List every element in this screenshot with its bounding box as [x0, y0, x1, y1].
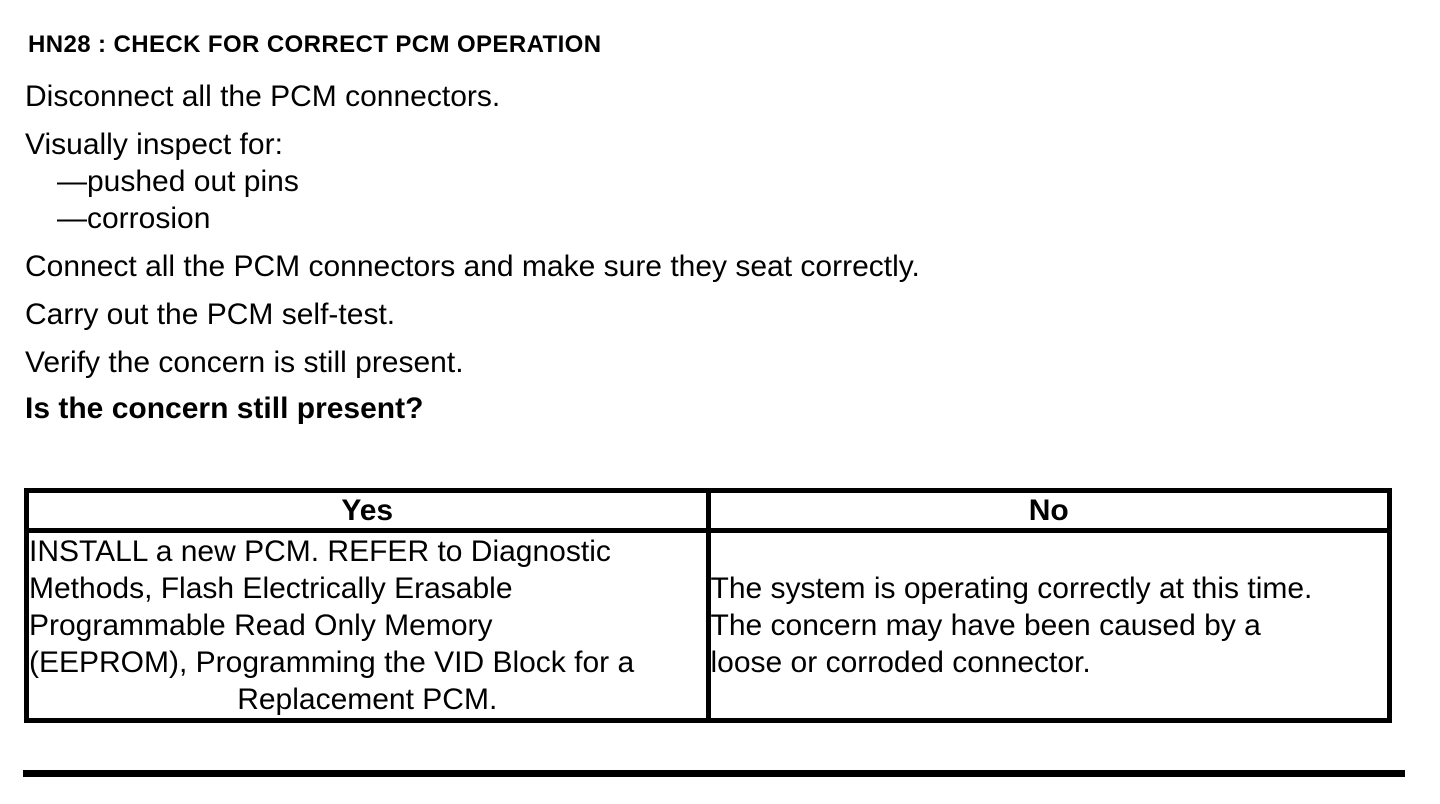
decision-table-header-row: Yes No: [24, 488, 1392, 533]
instruction-step-inspect-label: Visually inspect for:: [25, 128, 283, 161]
inspect-item-corrosion: —corrosion: [57, 202, 211, 235]
yes-column-header: Yes: [24, 488, 711, 533]
action-line: INSTALL a new PCM. REFER to Diagnostic: [29, 535, 611, 568]
instruction-step-self-test: Carry out the PCM self-test.: [25, 298, 396, 331]
action-line: The system is operating correctly at thi…: [710, 572, 1313, 605]
pinpoint-test-heading: HN28 : CHECK FOR CORRECT PCM OPERATION: [28, 31, 602, 58]
question-text: Is the concern still present?: [25, 392, 424, 425]
action-line: Replacement PCM.: [237, 683, 498, 716]
instruction-step-verify: Verify the concern is still present.: [25, 346, 464, 379]
no-action-cell: The system is operating correctly at thi…: [705, 528, 1392, 723]
action-line: loose or corroded connector.: [710, 646, 1091, 679]
action-line: Methods, Flash Electrically Erasable: [29, 572, 513, 605]
yes-action-cell: INSTALL a new PCM. REFER to Diagnostic M…: [24, 528, 711, 723]
inspect-item-pushed-pins: —pushed out pins: [57, 165, 299, 198]
instruction-step-disconnect: Disconnect all the PCM connectors.: [25, 80, 501, 113]
action-line: The concern may have been caused by a: [710, 609, 1261, 642]
bottom-divider: [23, 770, 1405, 777]
action-line: Programmable Read Only Memory: [29, 609, 493, 642]
decision-table-action-row: INSTALL a new PCM. REFER to Diagnostic M…: [24, 528, 1392, 723]
instruction-step-connect: Connect all the PCM connectors and make …: [25, 250, 920, 283]
no-column-header: No: [705, 488, 1392, 533]
action-line: (EEPROM), Programming the VID Block for …: [29, 646, 635, 679]
decision-table: Yes No INSTALL a new PCM. REFER to Diagn…: [24, 488, 1392, 723]
